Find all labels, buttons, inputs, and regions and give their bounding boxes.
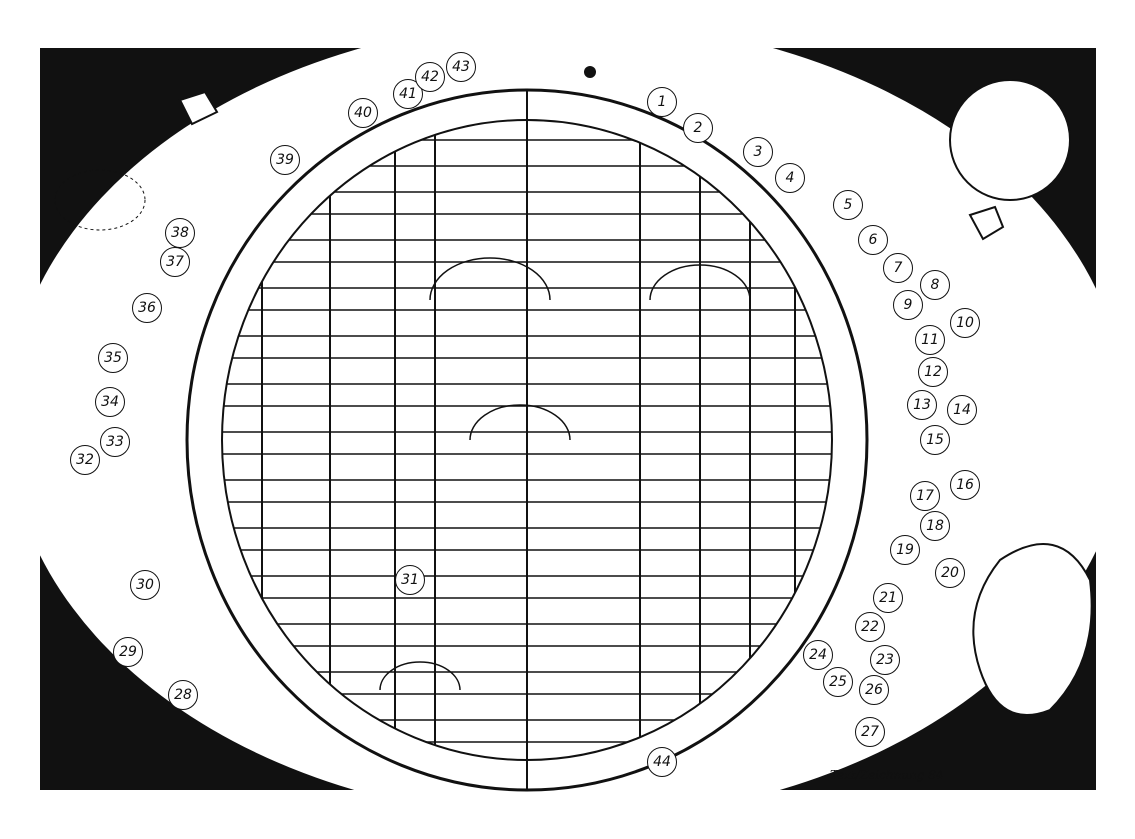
callout-42: 42 [415,62,445,92]
callout-14: 14 [947,395,977,425]
callout-40: 40 [348,98,378,128]
callout-12: 12 [918,357,948,387]
callout-33: 33 [100,427,130,457]
callout-35: 35 [98,343,128,373]
callout-26: 26 [859,675,889,705]
callout-5: 5 [833,190,863,220]
callout-15: 15 [920,425,950,455]
signature: Text/Zeichnung 84 [830,768,944,782]
dome [649,264,751,301]
callout-9: 9 [893,290,923,320]
asteroid-small [178,90,219,126]
callout-41: 41 [393,79,423,109]
callout-25: 25 [823,667,853,697]
callout-32: 32 [70,445,100,475]
callout-17: 17 [910,481,940,511]
callout-34: 34 [95,387,125,417]
callout-38: 38 [165,218,195,248]
callout-37: 37 [160,247,190,277]
asteroid-large [972,543,1093,716]
callout-4: 4 [775,163,805,193]
callout-10: 10 [950,308,980,338]
moon [584,66,596,78]
callout-8: 8 [920,270,950,300]
galaxy-nebula [54,169,146,231]
callout-31: 31 [395,565,425,595]
callout-18: 18 [920,511,950,541]
callout-23: 23 [870,645,900,675]
callout-39: 39 [270,145,300,175]
dome [379,661,461,691]
callout-29: 29 [113,637,143,667]
callout-20: 20 [935,558,965,588]
callout-13: 13 [907,390,937,420]
callout-2: 2 [683,113,713,143]
callout-30: 30 [130,570,160,600]
callout-3: 3 [743,137,773,167]
callout-36: 36 [132,293,162,323]
callout-1: 1 [647,87,677,117]
callout-19: 19 [890,535,920,565]
callout-27: 27 [855,717,885,747]
callout-44: 44 [647,747,677,777]
callout-43: 43 [446,52,476,82]
callout-16: 16 [950,470,980,500]
callout-28: 28 [168,680,198,710]
dome [429,257,551,301]
callout-7: 7 [883,253,913,283]
planet-saturn [987,342,1053,402]
callout-6: 6 [858,225,888,255]
space-station-sphere [949,79,1071,201]
callout-21: 21 [873,583,903,613]
callout-11: 11 [915,325,945,355]
asteroid-small [968,205,1005,241]
callout-22: 22 [855,612,885,642]
callout-24: 24 [803,640,833,670]
dome [469,404,571,441]
